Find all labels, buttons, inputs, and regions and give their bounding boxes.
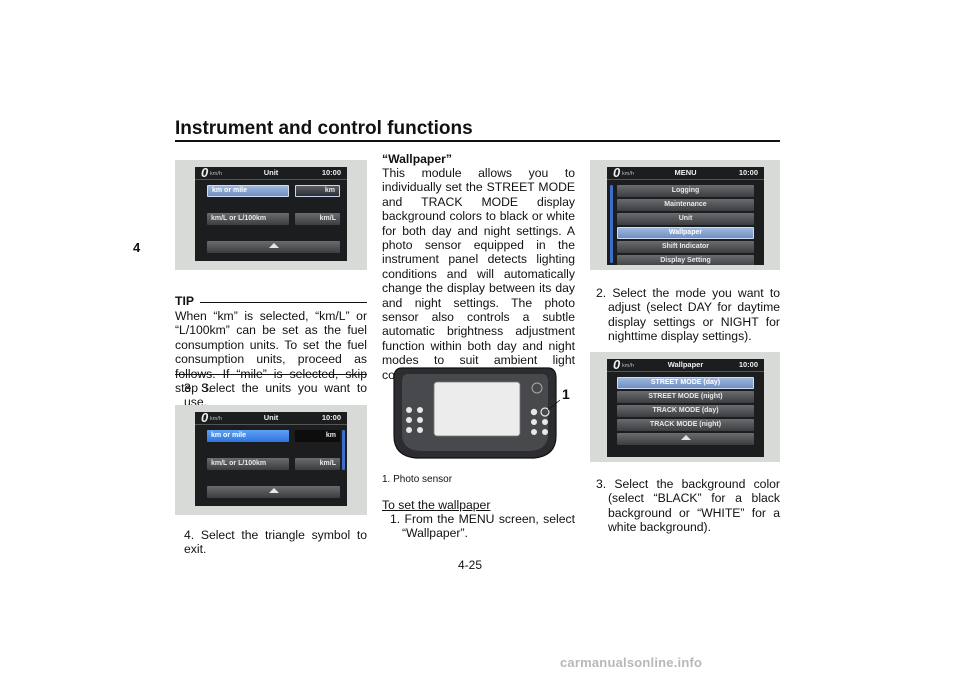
illustration-caption: 1. Photo sensor — [382, 474, 453, 485]
tip-text: When “km” is selected, “km/L” or “L/100k… — [175, 309, 367, 396]
exit-triangle-icon — [268, 242, 279, 250]
screen-title: Unit — [263, 413, 279, 422]
street-mode-day-option[interactable]: STREET MODE (day) — [617, 377, 754, 389]
exit-button[interactable] — [207, 241, 340, 253]
exit-button[interactable] — [207, 486, 340, 498]
speed-readout: 0 — [613, 359, 621, 372]
tip-rule — [200, 302, 367, 303]
step-4-left: 4. Select the triangle symbol to exit. — [184, 528, 367, 557]
menu-screen-panel: 0 km/h MENU 10:00 Logging Maintenance Un… — [590, 160, 780, 270]
section-subheading: To set the wallpaper — [382, 498, 491, 512]
speed-unit: km/h — [622, 363, 634, 369]
menu-item-wallpaper[interactable]: Wallpaper — [617, 227, 754, 239]
speed-unit: km/h — [210, 416, 222, 422]
speed-readout: 0 — [201, 167, 209, 180]
track-mode-day-option[interactable]: TRACK MODE (day) — [617, 405, 754, 417]
speed-unit: km/h — [210, 171, 222, 177]
instrument-panel-drawing — [393, 367, 561, 459]
instrument-illustration: 1 — [382, 360, 575, 470]
fuel-unit-value[interactable]: km/L — [295, 458, 340, 470]
page-number: 4-25 — [458, 558, 483, 572]
page-title: Instrument and control functions — [175, 118, 473, 139]
status-bar: 0 km/h Unit 10:00 — [195, 167, 347, 180]
chapter-tab: 4 — [133, 240, 141, 255]
street-mode-night-option[interactable]: STREET MODE (night) — [617, 391, 754, 403]
menu-item-unit[interactable]: Unit — [617, 213, 754, 225]
wallpaper-step-1: 1. From the MENU screen, select “Wallpap… — [390, 512, 575, 541]
menu-screen: 0 km/h MENU 10:00 Logging Maintenance Un… — [607, 167, 764, 265]
watermark: carmanualsonline.info — [560, 655, 703, 670]
clock: 10:00 — [738, 360, 758, 369]
distance-unit-value[interactable]: km — [295, 185, 340, 197]
fuel-unit-value[interactable]: km/L — [295, 213, 340, 225]
scroll-indicator[interactable] — [342, 430, 345, 470]
menu-scroll-indicator[interactable] — [610, 185, 613, 263]
clock: 10:00 — [738, 168, 758, 177]
screen-title: MENU — [674, 168, 697, 177]
wallpaper-screen-panel: 0 km/h Wallpaper 10:00 STREET MODE (day)… — [590, 352, 780, 462]
unit-screen-1-panel: 0 km/h Unit 10:00 km or mile km km/L or … — [175, 160, 367, 270]
wallpaper-screen: 0 km/h Wallpaper 10:00 STREET MODE (day)… — [607, 359, 764, 457]
wallpaper-body: This module allows you to individually s… — [382, 166, 575, 382]
menu-item-logging[interactable]: Logging — [617, 185, 754, 197]
fuel-unit-option[interactable]: km/L or L/100km — [207, 458, 289, 470]
speed-readout: 0 — [613, 167, 621, 180]
status-bar: 0 km/h Wallpaper 10:00 — [607, 359, 764, 372]
menu-item-maintenance[interactable]: Maintenance — [617, 199, 754, 211]
screen-title: Wallpaper — [667, 360, 704, 369]
track-mode-night-option[interactable]: TRACK MODE (night) — [617, 419, 754, 431]
unit-screen-1: 0 km/h Unit 10:00 km or mile km km/L or … — [195, 167, 347, 261]
distance-unit-option[interactable]: km or mile — [207, 185, 289, 197]
speed-readout: 0 — [201, 412, 209, 425]
exit-triangle-icon — [680, 434, 691, 442]
unit-screen-2-panel: 0 km/h Unit 10:00 km or mile km km/L or … — [175, 405, 367, 515]
screen-title: Unit — [263, 168, 279, 177]
unit-screen-2: 0 km/h Unit 10:00 km or mile km km/L or … — [195, 412, 347, 506]
status-bar: 0 km/h Unit 10:00 — [195, 412, 347, 425]
tip-end-rule — [175, 374, 367, 375]
menu-item-shift-indicator[interactable]: Shift Indicator — [617, 241, 754, 253]
exit-triangle-icon — [268, 487, 279, 495]
speed-unit: km/h — [622, 171, 634, 177]
tip-label: TIP — [175, 294, 194, 308]
photo-sensor-callout: 1 — [562, 386, 570, 402]
wallpaper-heading: “Wallpaper” — [382, 152, 452, 166]
menu-item-display-setting[interactable]: Display Setting — [617, 255, 754, 265]
step-2-right: 2. Select the mode you want to adjust (s… — [596, 286, 780, 344]
distance-unit-value[interactable]: km — [295, 430, 340, 442]
header-rule — [175, 140, 780, 142]
fuel-unit-option[interactable]: km/L or L/100km — [207, 213, 289, 225]
exit-button[interactable] — [617, 433, 754, 445]
step-3-right: 3. Select the background color (select “… — [596, 477, 780, 535]
clock: 10:00 — [321, 168, 341, 177]
clock: 10:00 — [321, 413, 341, 422]
status-bar: 0 km/h MENU 10:00 — [607, 167, 764, 180]
distance-unit-option[interactable]: km or mile — [207, 430, 289, 442]
